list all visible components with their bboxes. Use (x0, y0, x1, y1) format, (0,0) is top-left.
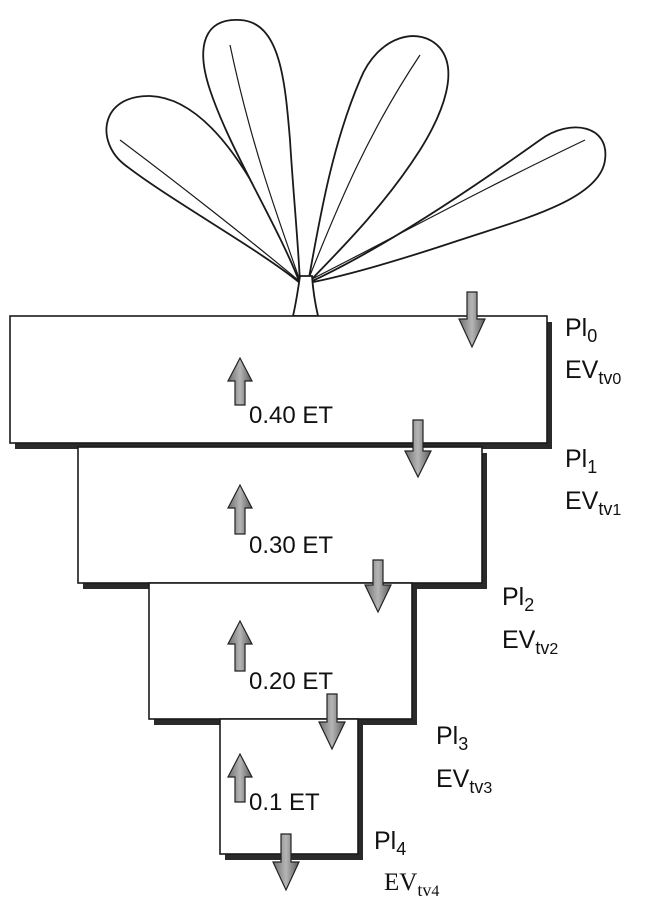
ev-label-2: EVtv2 (502, 626, 558, 658)
up-arrow-layer-1 (227, 483, 253, 535)
up-arrow-layer-0 (227, 356, 253, 406)
ev-label-1: EVtv1 (565, 487, 621, 519)
plant-illustration (105, 19, 607, 317)
leaf-right-center (306, 35, 450, 286)
ev-label-0: EVtv0 (565, 356, 621, 388)
leaf-left-center (202, 19, 301, 284)
et-label-layer-3: 0.1 ET (249, 789, 320, 816)
down-arrow-layer-3 (318, 693, 346, 751)
et-label-layer-2: 0.20 ET (249, 668, 333, 695)
arrows (227, 291, 486, 892)
pl-label-4: Pl4 (374, 827, 406, 859)
ev-label-3: EVtv3 (436, 765, 492, 797)
soil-layers (9, 315, 552, 860)
layer-2 (148, 582, 413, 720)
et-label-layer-0: 0.40 ET (249, 402, 333, 429)
leaf-left (105, 95, 301, 284)
pl-label-3: Pl3 (436, 722, 468, 754)
up-arrow-layer-3 (227, 752, 253, 803)
down-arrow-bottom (272, 833, 300, 892)
et-label-layer-1: 0.30 ET (249, 532, 333, 559)
down-arrow-layer-2 (364, 559, 392, 614)
up-arrow-layer-2 (227, 619, 253, 672)
down-arrow-layer-1 (404, 419, 432, 479)
side-labels: Pl0 EVtv0 Pl1 EVtv1 Pl2 EVtv2 Pl3 EVtv3 … (374, 314, 621, 900)
pl-label-2: Pl2 (502, 583, 534, 615)
down-arrow-layer-0 (458, 291, 486, 349)
ev-label-4: EVtv4 (384, 869, 439, 900)
layer-0 (9, 315, 548, 444)
et-labels: 0.40 ET 0.30 ET 0.20 ET 0.1 ET (249, 402, 333, 816)
pl-label-1: Pl1 (565, 445, 597, 477)
pl-label-0: Pl0 (565, 314, 597, 346)
